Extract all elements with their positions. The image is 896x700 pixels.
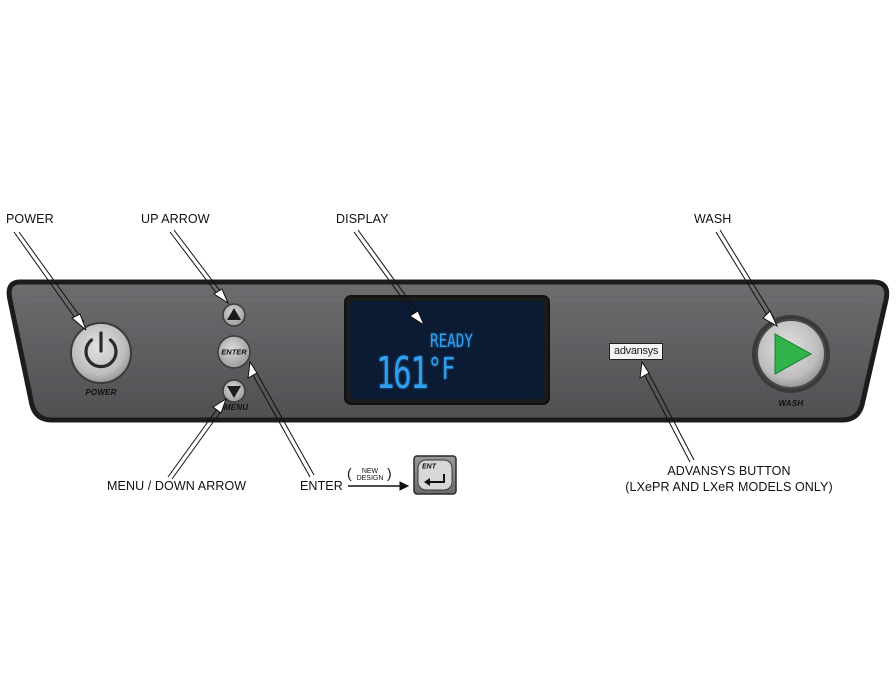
label-enter: ENTER <box>300 479 343 493</box>
triangle-up-icon <box>227 308 241 320</box>
label-advansys-line2: (LXePR AND LXeR MODELS ONLY) <box>625 480 833 494</box>
new-design-line2: DESIGN <box>356 475 384 482</box>
ent-new-design-icon <box>413 455 457 495</box>
lcd-display <box>344 295 550 405</box>
label-up-arrow: UP ARROW <box>141 212 210 226</box>
wash-button[interactable] <box>752 315 830 393</box>
label-advansys-line1: ADVANSYS BUTTON <box>667 464 791 478</box>
label-wash: WASH <box>694 212 732 226</box>
label-advansys-button: ADVANSYS BUTTON (LXePR AND LXeR MODELS O… <box>625 463 833 495</box>
label-power: POWER <box>6 212 54 226</box>
enter-button-label: ENTER <box>221 347 247 357</box>
label-menu-down-arrow: MENU / DOWN ARROW <box>107 479 247 493</box>
new-design-line1: NEW <box>361 468 379 475</box>
play-icon <box>774 333 813 375</box>
paren-close: ) <box>387 465 392 481</box>
display-status-text: READY <box>430 330 473 352</box>
power-icon <box>84 331 118 369</box>
label-display: DISPLAY <box>336 212 389 226</box>
display-temperature: 161 <box>376 348 429 399</box>
menu-down-arrow-button[interactable] <box>222 379 246 403</box>
advansys-button[interactable]: advansys <box>609 343 664 360</box>
ent-icon-caption: ENT <box>422 463 436 471</box>
power-caption: POWER <box>85 388 117 397</box>
enter-button[interactable] <box>217 335 251 369</box>
menu-caption: MENU <box>223 403 249 412</box>
display-temperature-unit: °F <box>428 352 456 387</box>
power-button[interactable] <box>70 322 132 384</box>
wash-caption: WASH <box>778 399 804 408</box>
up-arrow-button[interactable] <box>222 303 246 327</box>
callout-arrows <box>13 229 779 491</box>
paren-open: ( <box>347 465 352 481</box>
new-design-note: NEW DESIGN <box>353 468 387 482</box>
triangle-down-icon <box>227 386 241 398</box>
